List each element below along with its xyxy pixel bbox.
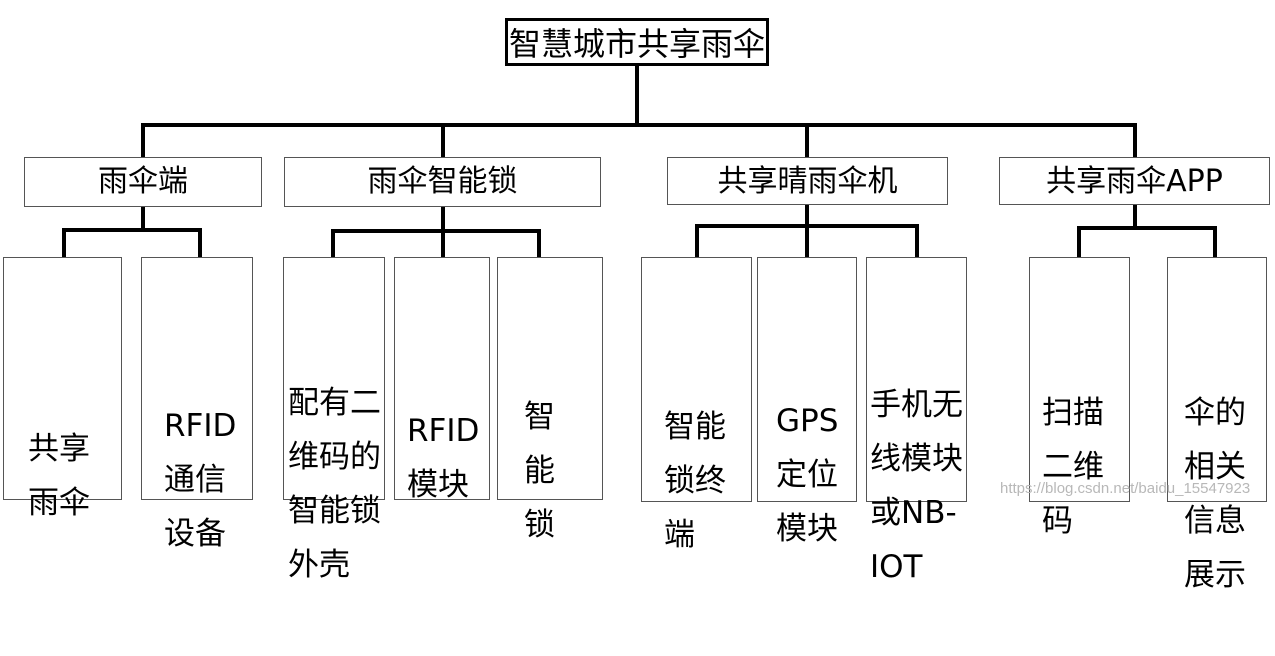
leaf-label: 手机无 线模块 或NB- IOT (870, 387, 963, 585)
diagram-connectors (62, 64, 1217, 259)
watermark-text: https://blog.csdn.net/baidu_15547923 (1000, 480, 1251, 497)
leaf-scan-qr: 扫描 二维 码 (1029, 257, 1130, 539)
leaf-qr-lock-shell: 配有二 维码的 智能锁 外壳 (283, 257, 385, 583)
leaf-label: 扫描 二维 码 (1042, 395, 1104, 539)
leaf-label: GPS 定位 模块 (776, 403, 839, 547)
root-node: 智慧城市共享雨伞 (505, 18, 769, 66)
leaf-label: 配有二 维码的 智能锁 外壳 (288, 385, 381, 583)
category-umbrella-end: 雨伞端 (24, 157, 262, 207)
category-smart-lock: 雨伞智能锁 (284, 157, 601, 207)
leaf-umbrella-info: 伞的 相关 信息 展示 (1167, 257, 1267, 593)
leaf-rfid-module: RFID 模块 (394, 257, 490, 503)
leaf-label: 智能 锁终 端 (664, 409, 726, 553)
leaf-gps-module: GPS 定位 模块 (757, 257, 857, 547)
leaf-label: 共享 雨伞 (28, 431, 90, 521)
leaf-label: 智 能 锁 (524, 399, 555, 543)
category-umbrella-machine: 共享晴雨伞机 (667, 157, 948, 205)
leaf-label: RFID 模块 (407, 413, 480, 503)
leaf-rfid-comm-device: RFID 通信 设备 (141, 257, 253, 552)
leaf-smart-lock: 智 能 锁 (497, 257, 603, 543)
category-app: 共享雨伞APP (999, 157, 1270, 205)
leaf-wireless-module: 手机无 线模块 或NB- IOT (866, 257, 967, 585)
leaf-smart-lock-terminal: 智能 锁终 端 (641, 257, 752, 553)
leaf-label: RFID 通信 设备 (164, 408, 237, 552)
leaf-shared-umbrella: 共享 雨伞 (3, 257, 122, 521)
